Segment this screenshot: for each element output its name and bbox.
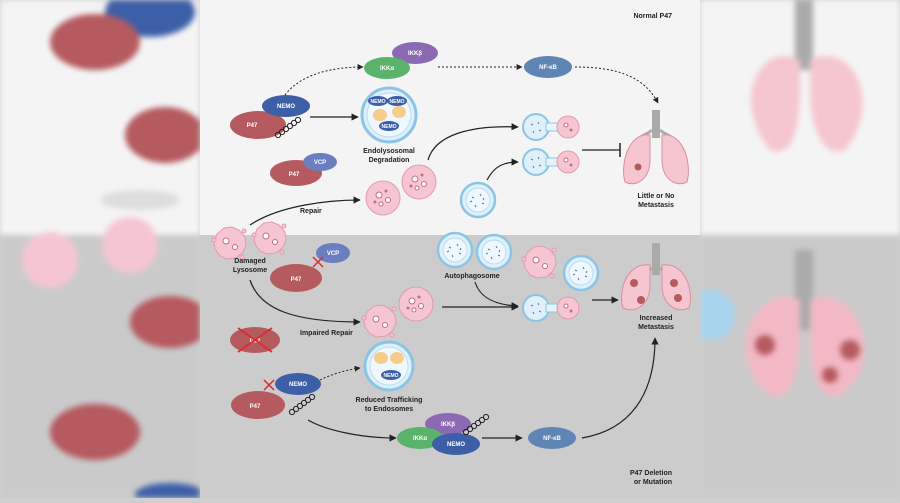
ikkb-bottom-label: IKKβ [441, 422, 455, 428]
vcp-label: VCP [314, 160, 326, 166]
little-metastasis-label-2: Metastasis [638, 202, 674, 209]
autophagosome-2 [475, 233, 513, 271]
vcp-bottom-protein [316, 243, 350, 263]
ikka-protein [364, 57, 410, 79]
lungs-normal [623, 110, 689, 185]
p47-pathway-diagram: Normal P47 P47 Deletion or Mutation IKKβ… [200, 0, 700, 498]
p47-label: P47 [247, 123, 258, 129]
red-x-nemo [263, 379, 275, 391]
arrow-to-ikk-bottom [307, 419, 397, 442]
p47-nemo-bottom-label: P47 [250, 404, 261, 410]
lungs-metastatic [621, 243, 691, 311]
endolysosomal-label-1: Endolysosomal [363, 148, 415, 155]
impaired-repair-label: Impaired Repair [300, 330, 353, 337]
nfkb-bottom-protein [528, 427, 576, 449]
p47-deleted-label: P47 [250, 339, 261, 345]
little-metastasis-label-1: Little or No [638, 193, 675, 200]
nemo-ikk-bottom-label: NEMO [447, 442, 465, 448]
red-x-vcp [312, 256, 324, 268]
nemo-ikk-bottom-protein [432, 433, 480, 455]
left-blurred-background [0, 0, 200, 498]
svg-text:NEMO: NEMO [371, 99, 386, 105]
vcp-bottom-label: VCP [327, 251, 339, 257]
red-x-p47 [237, 327, 273, 353]
diagram-panel: Normal P47 P47 Deletion or Mutation IKKβ… [200, 0, 700, 498]
reduced-trafficking-label-1: Reduced Trafficking [356, 397, 423, 404]
reduced-trafficking-label-2: to Endosomes [365, 406, 413, 413]
nfkb-label: NF-κB [539, 65, 557, 71]
ikkb-protein [392, 42, 438, 64]
lysosome-bottom [398, 286, 434, 322]
damaged-label-2: Lysosome [233, 267, 267, 274]
p47-bottom-label: P47 [291, 277, 302, 283]
deletion-heading-line2: or Mutation [634, 479, 672, 486]
p47-protein [230, 111, 286, 139]
endosome-top [459, 181, 497, 219]
lysosome-1 [365, 180, 401, 216]
ikkb-bottom-protein [425, 413, 471, 435]
ikka-label: IKKα [380, 66, 394, 72]
nemo-label: NEMO [277, 104, 295, 110]
increased-metastasis-label-1: Increased [640, 315, 673, 322]
normal-p47-heading: Normal P47 [633, 13, 672, 20]
svg-text:NEMO: NEMO [384, 373, 399, 379]
endolysosomal-label-2: Degradation [369, 157, 410, 164]
nemo-bottom-protein [275, 373, 321, 395]
endolysosome: NEMO NEMO NEMO [360, 86, 418, 144]
normal-panel-bg [200, 0, 700, 235]
nfkb-protein [524, 56, 572, 78]
svg-text:NEMO: NEMO [382, 124, 397, 130]
right-blurred-background [700, 0, 900, 498]
deletion-heading-line1: P47 Deletion [630, 470, 672, 477]
repair-label: Repair [300, 208, 322, 215]
ikka-bottom-label: IKKα [413, 436, 427, 442]
vcp-protein [303, 153, 337, 171]
arrow-nfkb-to-increased-metastasis [581, 337, 659, 439]
autophagosome-3 [562, 254, 600, 292]
arrow-lysosome-to-fusion [427, 123, 519, 161]
autophagosome-label: Autophagosome [444, 273, 499, 280]
lysosome-2 [401, 164, 437, 200]
dotted-arrow-nfkb-to-lungs [574, 66, 659, 104]
impaired-repair-arrow [249, 279, 361, 326]
endosome-reduced: NEMO [363, 340, 415, 392]
repair-arrow [249, 196, 361, 226]
svg-text:NEMO: NEMO [390, 99, 405, 105]
increased-metastasis-label-2: Metastasis [638, 324, 674, 331]
nemo-bottom-label: NEMO [289, 382, 307, 388]
damaged-label-1: Damaged [234, 258, 266, 265]
p47-bottom-protein [270, 264, 322, 292]
nemo-protein [262, 95, 310, 117]
nfkb-bottom-label: NF-κB [543, 436, 561, 442]
ikka-bottom-protein [397, 427, 443, 449]
arrow-endosome-to-fusion [486, 158, 519, 181]
p47-nemo-bottom-protein [231, 391, 285, 419]
autophagosome-1 [436, 231, 474, 269]
p47-vcp-label: P47 [289, 172, 300, 178]
ikkb-label: IKKβ [408, 51, 422, 57]
